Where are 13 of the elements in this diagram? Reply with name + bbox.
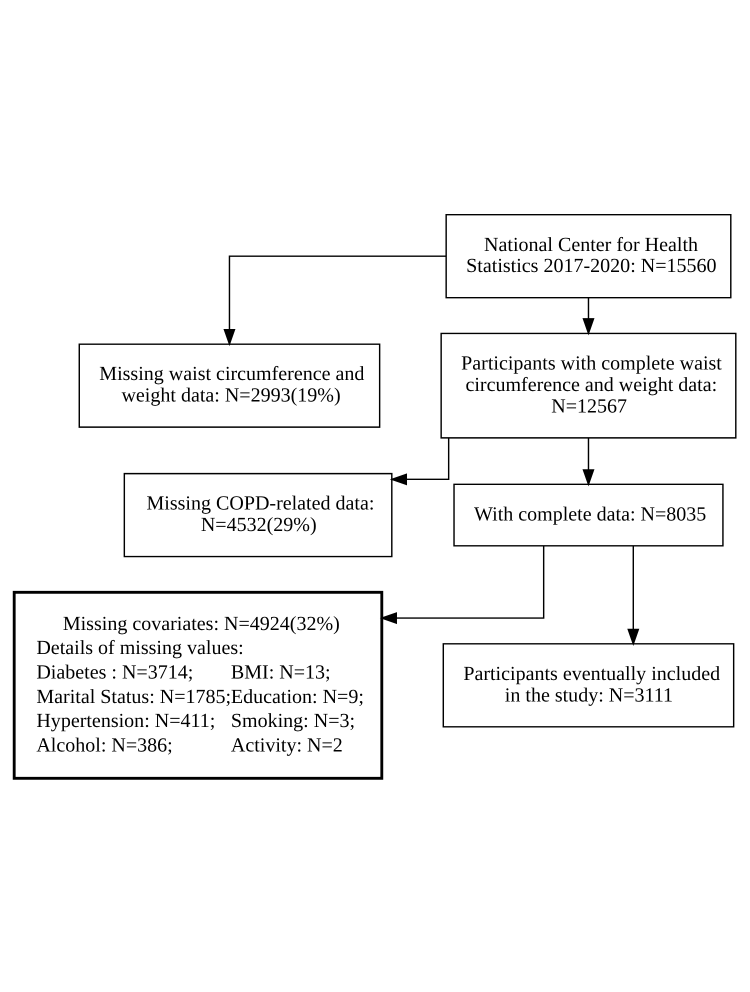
- node-box: National Center for Health Statistics 2017-2020: N=15560: [445, 214, 732, 298]
- arrow: [627, 545, 640, 646]
- arrow: [223, 254, 446, 346]
- node-box: Missing covariates: N=4924(32%) Details of missing values: Diabetes : N=3714; BMI: N=13; Marital Status: N=1785;Education: N=9; Hypertension: N=411; Smoking: N=3; Alcohol: N=386; Activity: N=2: [12, 590, 384, 780]
- arrow: [380, 546, 544, 624]
- node-box: With complete data: N=8035: [453, 483, 724, 546]
- arrow: [582, 297, 594, 335]
- node-box: Participants with complete waist circumference and weight data: N=12567: [440, 332, 737, 438]
- arrow: [582, 437, 594, 486]
- node-box: Missing waist circumference and weight data: N=2993(19%): [78, 342, 380, 428]
- node-box: Participants eventually included in the study: N=3111: [442, 642, 734, 727]
- node-box: Missing COPD-related data: N=4532(29%): [124, 472, 393, 557]
- arrow: [390, 437, 450, 485]
